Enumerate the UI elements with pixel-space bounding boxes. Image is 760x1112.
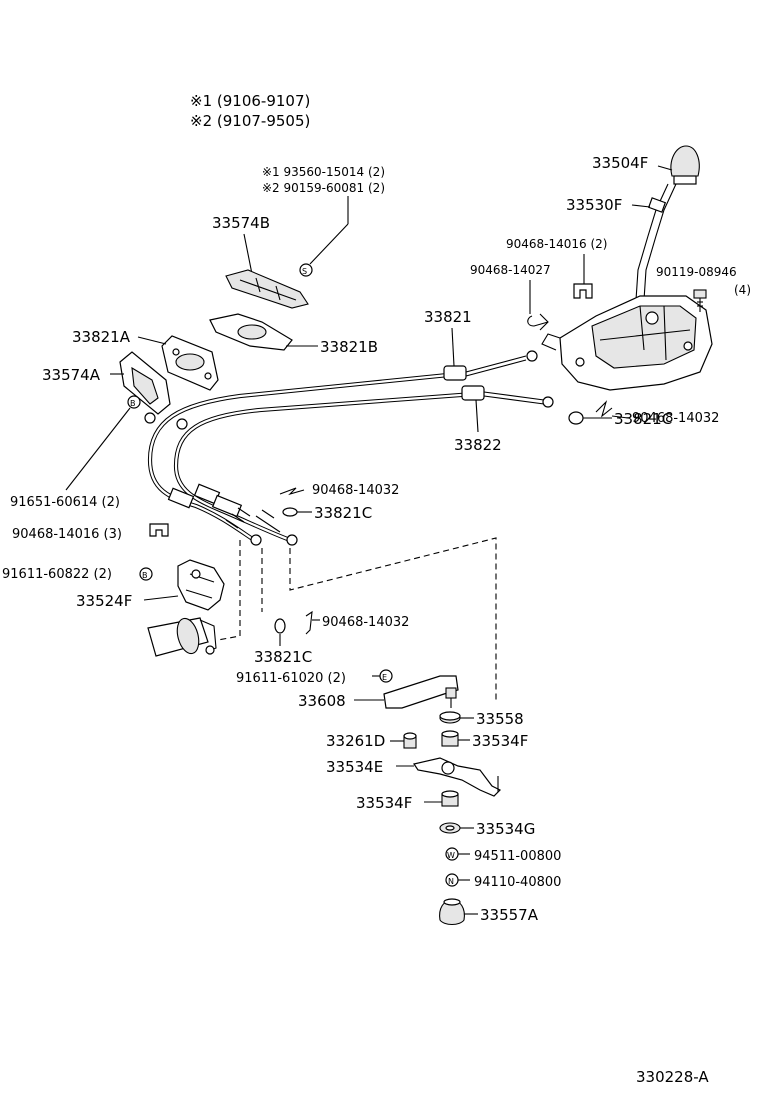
symbol-b-2: B bbox=[142, 571, 148, 580]
label-90119-08946: 90119-08946 bbox=[656, 265, 737, 279]
label-33504F: 33504F bbox=[592, 154, 648, 172]
note-s2: ※2 90159-60081 (2) bbox=[262, 181, 385, 195]
label-91611-60822: 91611-60822 (2) bbox=[2, 567, 112, 582]
label-33558: 33558 bbox=[476, 710, 524, 728]
symbol-e: E bbox=[382, 673, 387, 682]
bushing-33534F-a bbox=[441, 730, 459, 747]
symbol-b-1: B bbox=[130, 399, 136, 408]
transmission-shaft bbox=[147, 617, 217, 657]
dash-leader-left bbox=[217, 540, 241, 641]
clip-90468-14016 bbox=[573, 283, 593, 299]
label-91651-60614: 91651-60614 (2) bbox=[10, 495, 120, 510]
label-90119-qty: (4) bbox=[734, 283, 751, 297]
washer-33534G bbox=[439, 822, 461, 834]
label-33608: 33608 bbox=[298, 692, 346, 710]
label-91611-61020: 91611-61020 (2) bbox=[236, 671, 346, 686]
label-33574A: 33574A bbox=[42, 366, 101, 384]
cable-33821 bbox=[147, 350, 538, 543]
shift-lever-housing bbox=[541, 295, 713, 391]
label-33821A: 33821A bbox=[72, 328, 131, 346]
bolt-90119-08946 bbox=[693, 289, 707, 312]
label-33574B: 33574B bbox=[212, 214, 270, 232]
label-90468-14032-right: 90468-14032 bbox=[632, 411, 719, 426]
bushing-33821C-low bbox=[274, 618, 286, 634]
symbol-n: N bbox=[448, 877, 454, 886]
label-33822: 33822 bbox=[454, 436, 502, 454]
bushing-33534F-b bbox=[441, 790, 459, 807]
label-33261D: 33261D bbox=[326, 732, 385, 750]
symbol-s: S bbox=[302, 267, 307, 276]
clip-90468-14032-mid bbox=[279, 487, 305, 496]
bracket-33608 bbox=[383, 675, 459, 709]
collar-33261D bbox=[403, 732, 417, 749]
bushing-33821C-top bbox=[568, 411, 584, 425]
bushing-33557A bbox=[439, 898, 465, 926]
bracket-33524F bbox=[177, 559, 225, 611]
label-90468-14016-3: 90468-14016 (3) bbox=[12, 527, 122, 542]
label-94511-00800: 94511-00800 bbox=[474, 849, 561, 864]
label-33821C-low: 33821C bbox=[254, 648, 312, 666]
label-33534F-a: 33534F bbox=[472, 732, 528, 750]
clip-90468-14027 bbox=[527, 313, 549, 331]
label-90468-14032-mid: 90468-14032 bbox=[312, 483, 399, 498]
plate-33821A bbox=[161, 335, 219, 391]
clip-90468-14016-3 bbox=[149, 523, 169, 537]
note-2: ※2 (9107-9505) bbox=[190, 112, 310, 130]
label-90468-14016-2: 90468-14016 (2) bbox=[506, 237, 608, 251]
label-94110-40800: 94110-40800 bbox=[474, 875, 561, 890]
note-s1: ※1 93560-15014 (2) bbox=[262, 165, 385, 179]
label-33530F: 33530F bbox=[566, 196, 622, 214]
symbol-w: W bbox=[447, 851, 455, 860]
plate-33821B bbox=[209, 313, 293, 351]
label-90468-14027: 90468-14027 bbox=[470, 263, 551, 277]
symbol-b-marker-1 bbox=[127, 395, 141, 409]
symbol-b-marker-2 bbox=[139, 567, 153, 581]
shift-knob bbox=[670, 145, 700, 185]
label-33524F: 33524F bbox=[76, 592, 132, 610]
label-33821: 33821 bbox=[424, 308, 472, 326]
note-1: ※1 (9106-9107) bbox=[190, 92, 310, 110]
label-33534F-b: 33534F bbox=[356, 794, 412, 812]
shift-lever bbox=[635, 183, 677, 301]
label-33557A: 33557A bbox=[480, 906, 539, 924]
clip-90468-14032-low bbox=[305, 610, 313, 635]
bushing-33821C-mid bbox=[282, 507, 298, 517]
dash-leader-right bbox=[289, 537, 497, 700]
cable-grommet-2 bbox=[176, 418, 188, 430]
label-33821C-top: 33821C bbox=[614, 410, 672, 428]
label-33534E: 33534E bbox=[326, 758, 383, 776]
label-33534G: 33534G bbox=[476, 820, 535, 838]
clip-90468-14032-right bbox=[595, 400, 613, 418]
cable-grommet-1 bbox=[144, 412, 156, 424]
label-33821B: 33821B bbox=[320, 338, 378, 356]
cable-end-fittings bbox=[167, 483, 298, 546]
symbol-s-marker bbox=[299, 263, 313, 277]
bushing-33558 bbox=[439, 711, 461, 724]
plate-33574A bbox=[119, 351, 171, 415]
diagram-code: 330228-A bbox=[636, 1068, 709, 1086]
label-90468-14032-low: 90468-14032 bbox=[322, 615, 409, 630]
lever-33534E bbox=[413, 757, 502, 797]
retainer-33574B bbox=[225, 269, 309, 309]
label-33821C-mid: 33821C bbox=[314, 504, 372, 522]
